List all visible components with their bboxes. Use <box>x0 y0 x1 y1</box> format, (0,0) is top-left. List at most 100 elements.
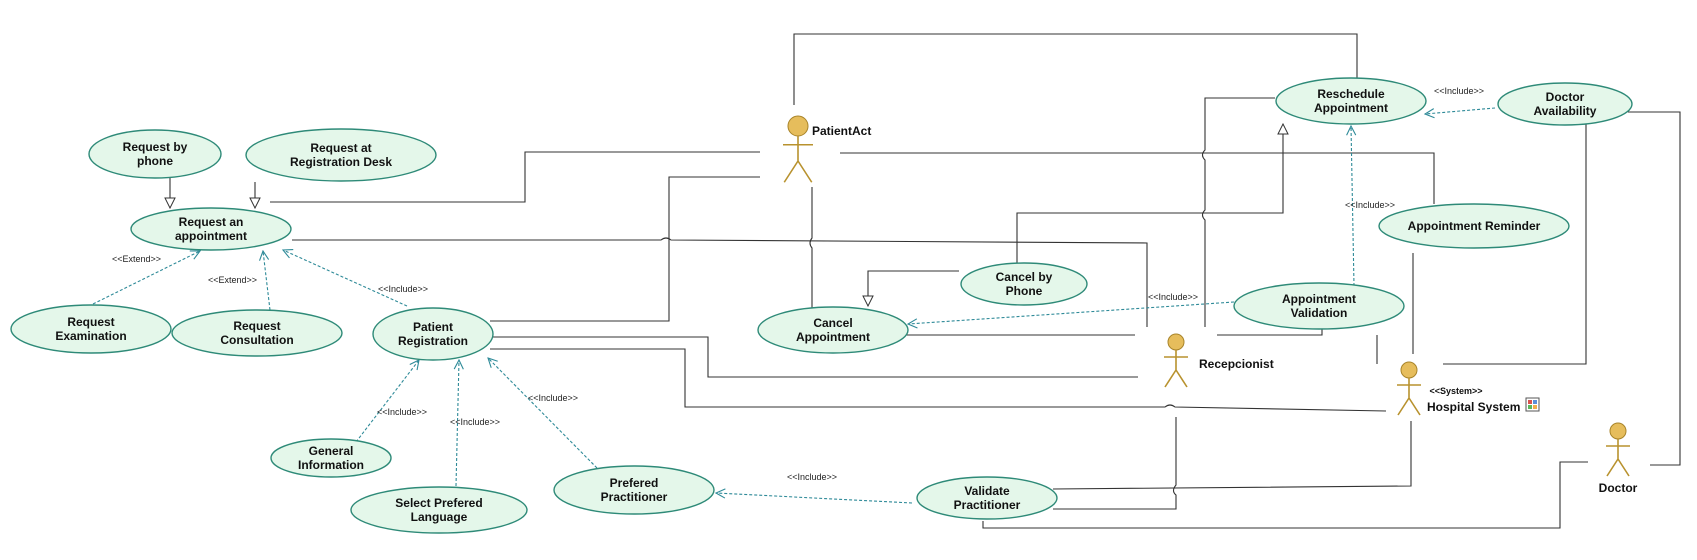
use-case-ellipse <box>350 486 528 534</box>
dep-consult-extend <box>263 251 271 311</box>
assoc-patient-cancel-appointment <box>809 187 813 308</box>
use-case-ellipse <box>1275 77 1427 125</box>
dep-practitioner-include <box>488 358 598 469</box>
use-case-label: Doctor <box>1546 90 1585 104</box>
use-case-label: Appointment <box>796 330 870 344</box>
use-case-label: Appointment <box>1314 101 1388 115</box>
gen-cancel-by-phone <box>868 270 959 306</box>
use-case-label: Appointment <box>1282 292 1356 306</box>
use-case-label: Request at <box>310 141 371 155</box>
dep-language-include <box>456 360 459 487</box>
gen-cancel-by-phone-reschedule <box>1016 124 1283 266</box>
assoc-recep-reschedule <box>1201 97 1275 327</box>
use-case-label: appointment <box>175 229 247 243</box>
actor-doctor[interactable]: Doctor <box>1599 422 1638 495</box>
include-label-general: <<Include>> <box>377 407 427 417</box>
use-case-label: Request by <box>123 140 188 154</box>
assoc-hospital-doctor-availability <box>1443 124 1587 365</box>
actor-figure <box>1164 350 1188 388</box>
generalization-lines <box>170 124 1283 306</box>
actor-recep[interactable]: Recepcionist <box>1164 333 1274 388</box>
use-case-ellipse <box>1497 82 1633 126</box>
actor-patient[interactable]: PatientAct <box>783 115 871 183</box>
use-case-label: Validate <box>964 484 1010 498</box>
dependency-lines <box>92 107 1496 504</box>
actor-label: Hospital System <box>1427 400 1520 414</box>
system-component-icon <box>1525 397 1540 412</box>
include-label-cancel: <<Include>> <box>1148 292 1198 302</box>
actor-head <box>1609 422 1627 440</box>
use-case-ellipse <box>1378 203 1570 249</box>
use-case-label: Patient <box>413 320 453 334</box>
include-label-availability: <<Include>> <box>1434 86 1484 96</box>
assoc-recep-validate-practitioner <box>1053 417 1177 510</box>
include-label-validate: <<Include>> <box>787 472 837 482</box>
use-case-ellipse <box>960 262 1088 306</box>
assoc-doctor-doctor-availability <box>1628 111 1681 466</box>
dep-validation-cancel-include <box>908 301 1235 324</box>
extend-label-examination: <<Extend>> <box>112 254 161 264</box>
relationship-labels: <<Extend>> <<Extend>> <<Include>> <<Incl… <box>112 86 1484 482</box>
assoc-patient-appointment-reminder <box>840 152 1435 204</box>
use-case-ellipse <box>372 307 494 361</box>
include-label-practitioner: <<Include>> <box>528 393 578 403</box>
use-case-label: Practitioner <box>601 490 668 504</box>
actor-hospital[interactable]: <<System>> Hospital System <box>1397 361 1520 416</box>
extend-label-consultation: <<Extend>> <box>208 275 257 285</box>
actor-stereotype: <<System>> <box>1429 386 1482 396</box>
use-case-label: General <box>309 444 354 458</box>
assoc-recep-request-appointment <box>292 237 1148 327</box>
use-case-label: Registration <box>398 334 468 348</box>
actor-head <box>1167 333 1185 351</box>
assoc-patient-patient-registration <box>490 176 760 322</box>
include-label-language: <<Include>> <box>450 417 500 427</box>
use-case-label: Practitioner <box>954 498 1021 512</box>
use-case-appt-reminder[interactable]: Appointment Reminder <box>1378 203 1570 249</box>
include-label-reschedule: <<Include>> <box>1345 200 1395 210</box>
use-case-label: Prefered <box>610 476 659 490</box>
use-case-ellipse <box>130 207 292 251</box>
use-case-label: Request <box>67 315 114 329</box>
assoc-patient-request-appointment <box>270 151 760 203</box>
actor-label: PatientAct <box>812 124 871 138</box>
assoc-patient-reschedule <box>793 33 1358 105</box>
dep-registration-include <box>283 250 408 307</box>
actor-label: Recepcionist <box>1199 357 1274 371</box>
use-case-label: Validation <box>1291 306 1348 320</box>
use-case-label: Cancel by <box>996 270 1053 284</box>
use-case-ellipse <box>1233 282 1405 330</box>
actor-figure <box>1397 378 1421 416</box>
dep-availability-reschedule-include <box>1425 107 1496 114</box>
dep-validate-pref-include <box>716 493 913 504</box>
dep-general-include <box>355 360 419 443</box>
use-case-label: Cancel <box>813 316 852 330</box>
use-case-ellipse <box>757 306 909 354</box>
use-case-label: Reschedule <box>1317 87 1385 101</box>
use-case-ellipse <box>245 128 437 182</box>
use-case-label: Request <box>233 319 280 333</box>
actor-head <box>1400 361 1418 379</box>
use-case-label: phone <box>137 154 173 168</box>
use-case-ellipse <box>916 476 1058 520</box>
assoc-recep-patient-registration <box>490 336 1138 378</box>
actor-figure <box>783 136 813 183</box>
include-label-registration: <<Include>> <box>378 284 428 294</box>
